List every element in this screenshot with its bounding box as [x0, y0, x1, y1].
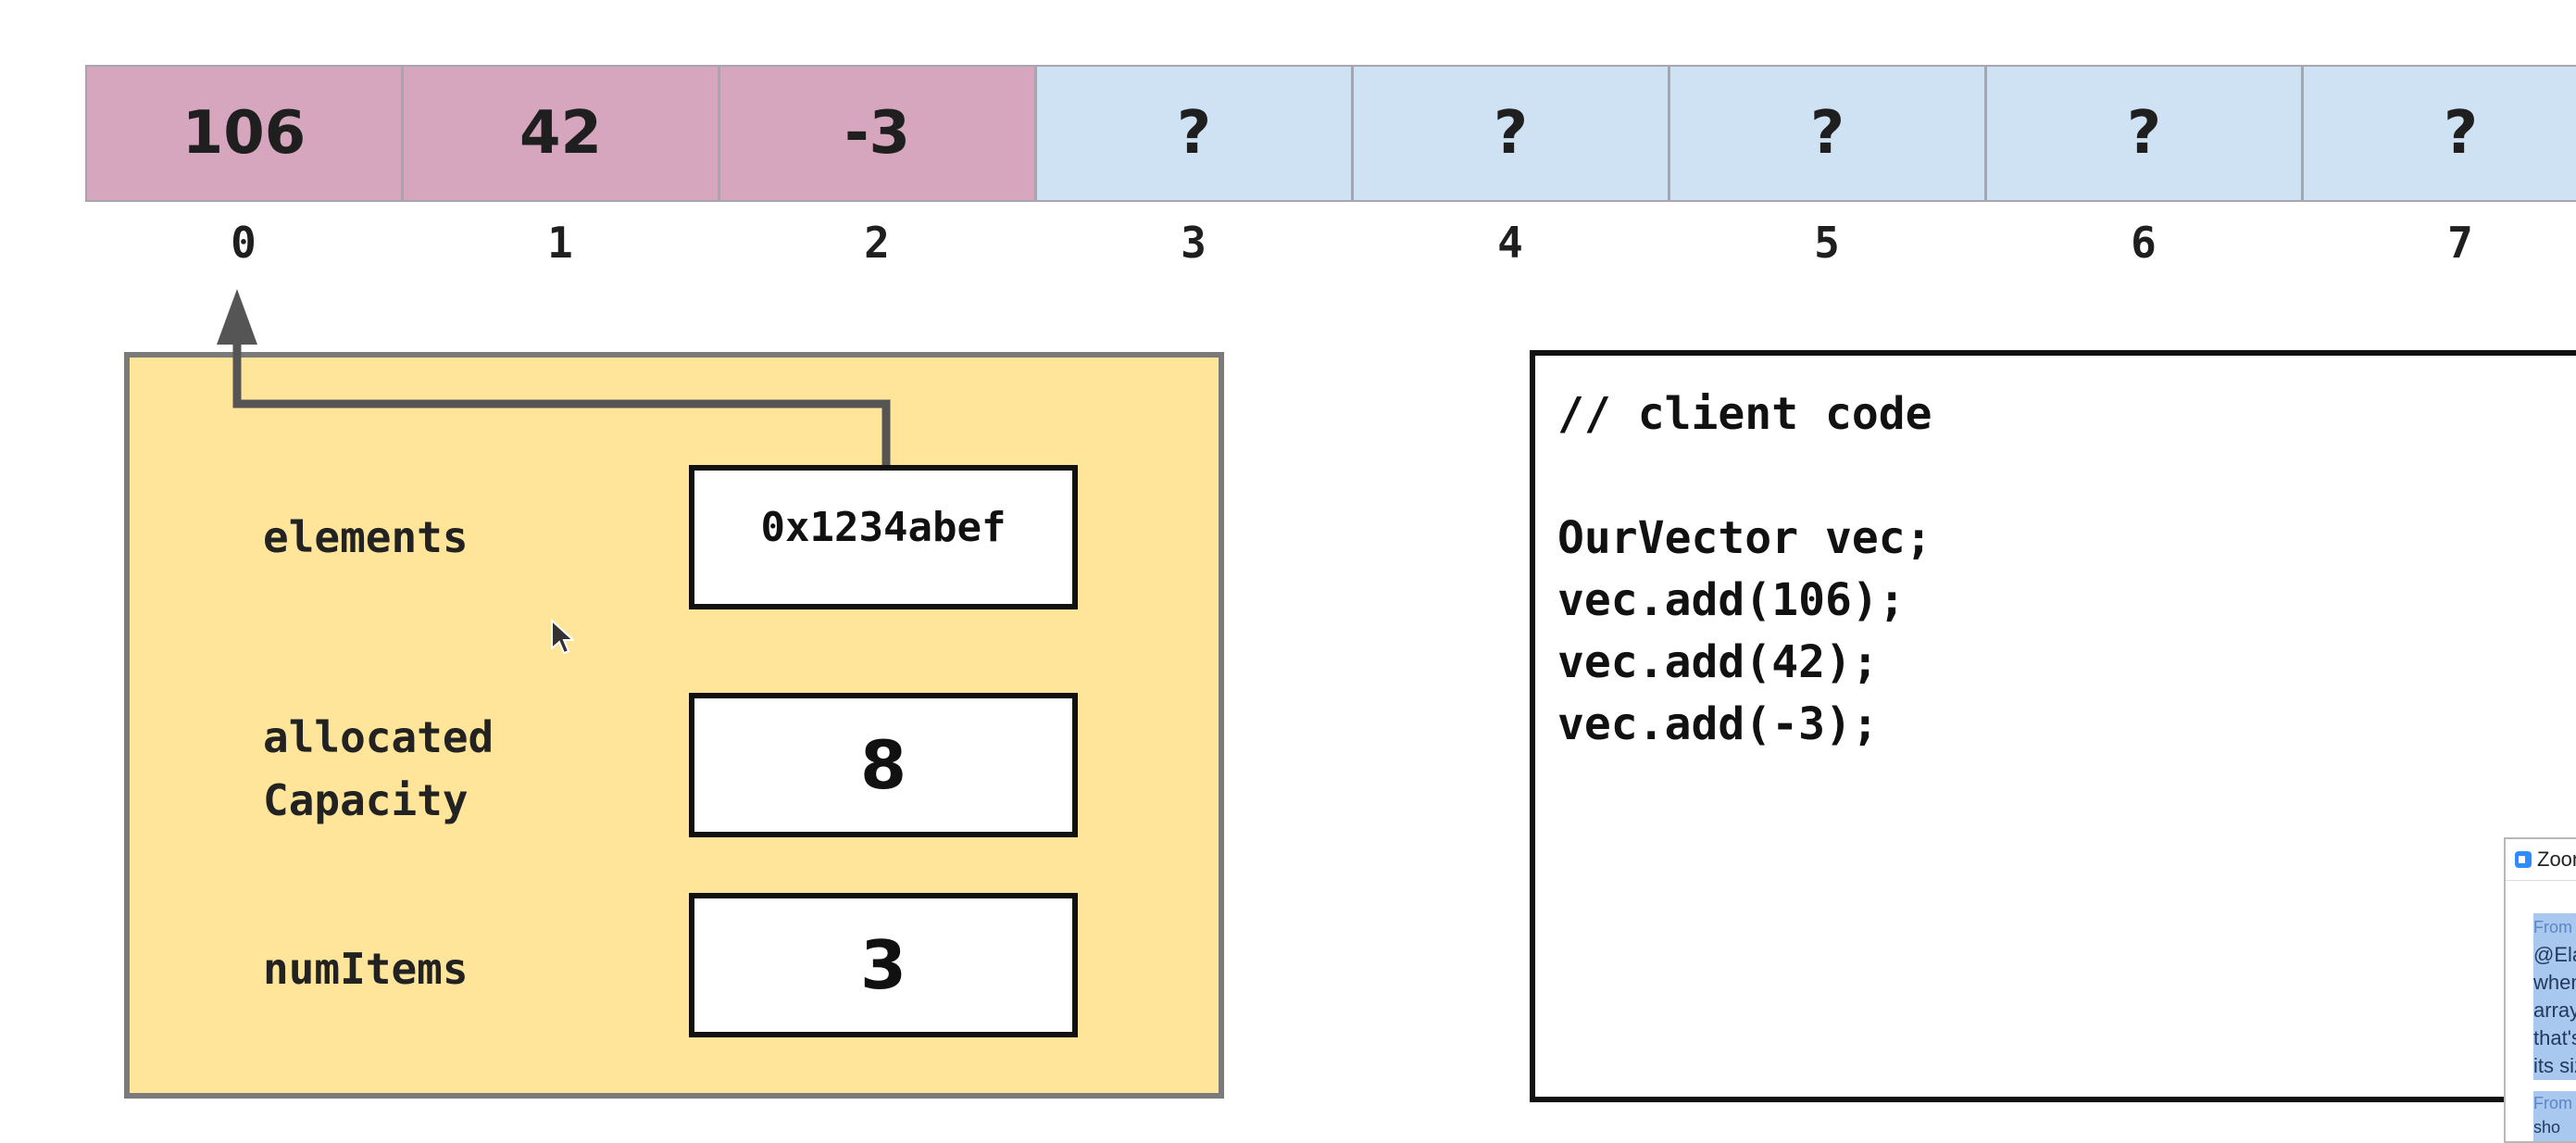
allocated-capacity-value-box: 8 [689, 693, 1078, 837]
array-index-5: 5 [1814, 218, 1840, 268]
allocated-capacity-label: allocated Capacity [263, 712, 494, 825]
array-cell-1: 42 [402, 65, 719, 202]
elements-label: elements [263, 512, 469, 562]
allocated-capacity-value: 8 [859, 726, 907, 804]
elements-value: 0x1234abef [760, 504, 1007, 551]
array-index-3: 3 [1181, 218, 1207, 268]
num-items-value: 3 [859, 926, 907, 1004]
array-cell-2: -3 [719, 65, 1036, 202]
zoom-chat-panel[interactable]: Zoom From @Ela when array that's its siz… [2504, 837, 2576, 1143]
chat-message: From sho [2533, 1091, 2576, 1141]
code-line: vec.add(-3); [1557, 698, 1879, 750]
array-index-1: 1 [547, 218, 573, 268]
zoom-icon [2515, 851, 2532, 868]
code-line: vec.add(106); [1557, 574, 1906, 626]
array-index-0: 0 [231, 218, 256, 268]
client-code-box [1530, 350, 2576, 1102]
code-line: vec.add(42); [1557, 636, 1879, 688]
code-line [1557, 446, 1932, 508]
array-cell-3: ? [1035, 65, 1353, 202]
num-items-label: numItems [263, 944, 469, 994]
array-cell-0: 106 [85, 65, 403, 202]
pointer-arrow-head [217, 289, 257, 345]
chat-message-from: From [2533, 1094, 2572, 1112]
zoom-chat-header: Zoom [2506, 839, 2576, 881]
mouse-cursor-icon [551, 619, 574, 655]
num-items-value-box: 3 [689, 893, 1078, 1037]
chat-message-text: @Ela when array that's its siz [2533, 943, 2576, 1077]
array-cell-4: ? [1352, 65, 1669, 202]
zoom-chat-title: Zoom [2537, 848, 2576, 871]
elements-value-box: 0x1234abef [689, 465, 1078, 609]
code-line: // client code [1557, 388, 1932, 440]
array-cell-6: ? [1985, 65, 2303, 202]
array-index-6: 6 [2131, 218, 2157, 268]
array-cell-7: ? [2302, 65, 2576, 202]
chat-message: From @Ela when array that's its siz [2533, 913, 2576, 1080]
array-index-7: 7 [2447, 218, 2473, 268]
array-index-4: 4 [1497, 218, 1523, 268]
array-indices: 0 1 2 3 4 5 6 7 [85, 218, 2576, 268]
chat-message-from: From [2533, 918, 2572, 936]
array-cell-5: ? [1669, 65, 1986, 202]
array-index-2: 2 [864, 218, 890, 268]
code-line: OurVector vec; [1557, 512, 1932, 564]
chat-message-text: sho [2533, 1118, 2561, 1137]
